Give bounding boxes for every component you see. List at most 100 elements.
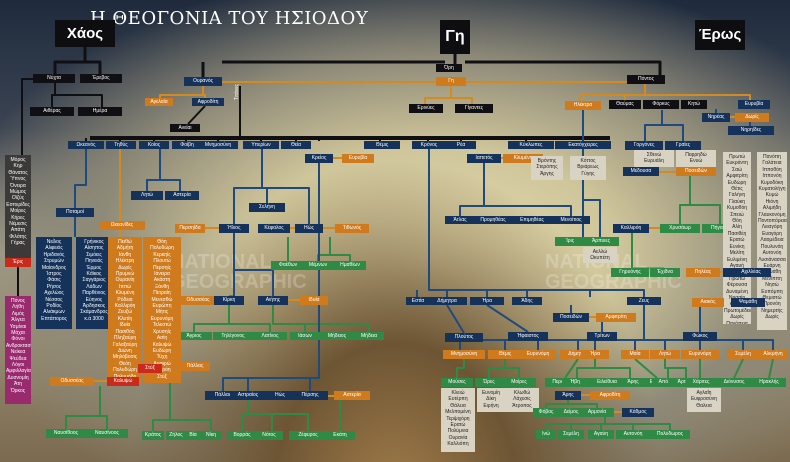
node-text: Πολύμνια (447, 428, 469, 435)
node-maia: Μαία (621, 350, 649, 359)
node-thaumas: Θαύμας (609, 100, 641, 109)
node-text: Ώρες (483, 379, 495, 385)
node-text: Καλυψώ (152, 341, 172, 348)
node-themis2: Θέμις (488, 350, 522, 359)
line-pontos-children (645, 94, 751, 100)
node-text: Πάλλας (186, 363, 204, 369)
node-text: Ευκράντη (726, 160, 748, 167)
node-text: Λητώ (659, 351, 671, 357)
node-styx: Στύξ (138, 364, 162, 373)
node-text: Ημαθίων (340, 262, 360, 268)
node-pallas: Πάλλας (205, 391, 241, 400)
node-potamoi: Ποταμοί (56, 208, 94, 217)
node-text: Μαία (629, 351, 641, 357)
node-text: Αυτονόη (762, 250, 782, 257)
line-chrysaor (679, 176, 691, 224)
node-text: Θάνατος (8, 169, 28, 176)
node-text: Μηλόβοσις (112, 354, 138, 361)
node-text: Αιθέρας (43, 108, 61, 114)
node-theia: Θεία (281, 141, 311, 149)
node-text: Θέμις (498, 351, 512, 357)
node-text: Ουρανός (192, 78, 214, 84)
node-text: Αρμονία (587, 409, 607, 415)
line-hermes (634, 358, 658, 379)
node-text: Φόρκυς (652, 101, 670, 107)
line-zeus-wives (644, 339, 774, 350)
node-text: Άγριος (186, 333, 202, 339)
node-aietis: Αιήτης (258, 296, 288, 305)
node-text: Φόβος (538, 409, 554, 415)
node-text: Τελεστώ (152, 322, 172, 329)
node-text: Ιαπετός (475, 155, 493, 161)
node-text: Ναυσίνοος (95, 430, 119, 436)
node-okeanides: Ωκεανίδες (99, 221, 145, 230)
line-graies (662, 124, 684, 141)
line-ares-children (545, 400, 569, 408)
node-text: Δωρίς (745, 114, 759, 120)
node-klymeni: Κλυμένη (503, 154, 543, 163)
node-phokos: Φώκος (683, 332, 717, 341)
node-phoebe: Φοίβη (172, 141, 202, 149)
node-anteia: Ανείαι (170, 124, 200, 132)
node-text: Πολυδώρη (113, 367, 137, 374)
node-text: Αστερία (343, 392, 361, 398)
node-text: Αφροδίτη (197, 99, 219, 105)
node-text: Ροδίος (46, 303, 62, 310)
node-text: Ευδώρη (727, 179, 747, 186)
node-memnon: Μέμνων (302, 261, 334, 270)
node-aither: Αιθέρας (30, 107, 74, 116)
node-semele: Σεμέλη (727, 350, 759, 359)
node-text: Ευρυνόμη (526, 351, 550, 357)
node-poseidon: Ποσειδών (676, 167, 716, 176)
node-text: Νηρέας (707, 114, 725, 120)
node-text: Κλυτίη (117, 315, 133, 322)
line-mousai (456, 359, 465, 378)
node-eris: Έρις (5, 258, 31, 267)
node-text: Χρυσηίς (152, 328, 172, 335)
line-persephone (564, 358, 579, 379)
node-text: Έρις (12, 259, 24, 265)
node-text: Ψαμάθη (762, 269, 782, 276)
node-dionysos: Διόνυσος (716, 378, 752, 387)
node-text: Νείλος (46, 239, 62, 245)
node-text: Καλλιρόη (114, 303, 136, 310)
node-iapetos: Ιαπετός (467, 154, 501, 163)
header-eros: Έρως (695, 20, 745, 50)
node-autonoe: Αυτονόη (616, 430, 650, 439)
node-text: Απάτη (10, 227, 26, 234)
node-gi: Γη (436, 77, 466, 86)
node-text: Μήδειος (327, 333, 347, 339)
node-text: Νησώ (765, 282, 779, 289)
node-text: Ευνίκη (729, 243, 745, 250)
node-leto2: Λητώ (650, 350, 680, 359)
node-plouton: Πλούτος (445, 333, 483, 342)
node-text: Ναυσίθοος (53, 430, 79, 436)
node-ekatogxeires: Εκατόγχειρες (555, 141, 611, 149)
node-text: Θεόη (119, 360, 131, 367)
node-harmonia: Αρμονία (580, 408, 614, 417)
node-epimetheus: Επιμηθέας (512, 216, 552, 224)
line-selene (261, 149, 268, 203)
node-notos: Νότος (255, 431, 283, 440)
node-text: Θεία (290, 142, 302, 148)
node-text: Τιθωνός (342, 225, 362, 231)
node-text: Θαλεια (696, 402, 712, 409)
node-prometheus: Προμηθέας (474, 216, 512, 224)
node-text: Κίρκη (222, 297, 236, 303)
node-text: Θάλεια (450, 402, 466, 409)
node-text: Λιμός (11, 310, 25, 317)
node-text: Κάδμος (629, 409, 647, 415)
node-kadmos: Κάδμος (622, 408, 654, 417)
node-text: Μνημοσύνη (450, 351, 478, 357)
diagram-title: Η ΘΕΟΓΟΝΙΑ ΤΟΥ ΗΣΙΟΔΟΥ (90, 8, 369, 29)
node-text: Νέμεσις (9, 221, 27, 228)
line-asteria (160, 179, 181, 191)
node-text: Κλυμένη (513, 155, 533, 161)
node-text: Αλίη (732, 224, 742, 231)
node-text: Αελλώ (592, 249, 608, 255)
